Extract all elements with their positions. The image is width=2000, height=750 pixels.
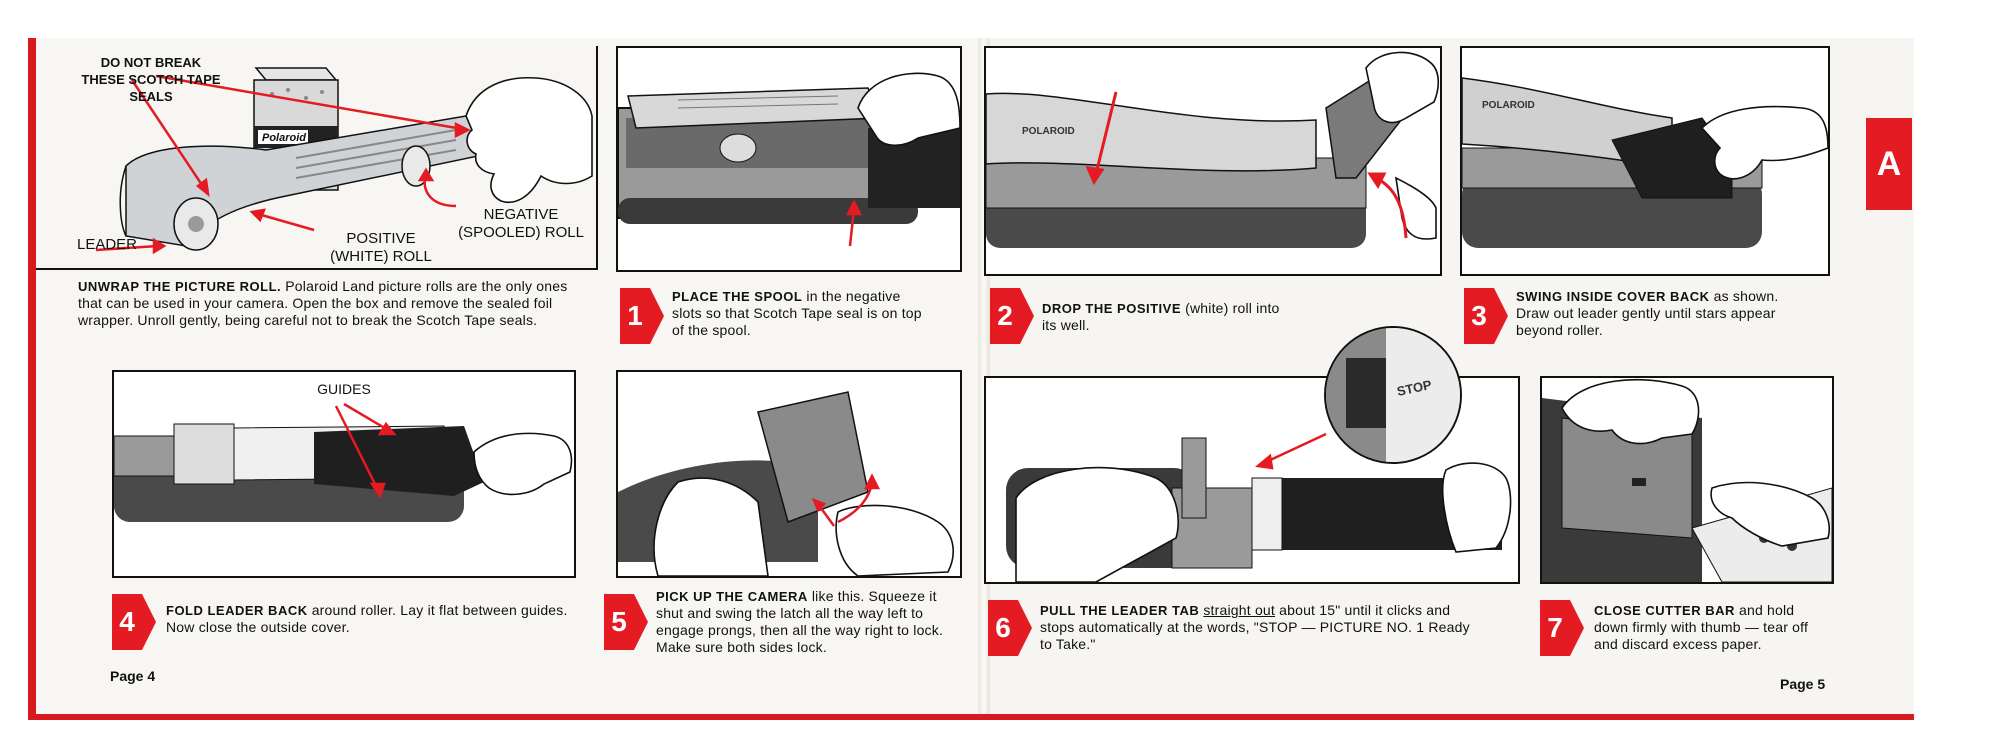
step-2-caption: DROP THE POSITIVE (white) roll into its …: [1042, 300, 1282, 334]
hand-drawing: [465, 76, 593, 203]
step-4-head: FOLD LEADER BACK: [166, 603, 308, 618]
page-number-right: Page 5: [1780, 676, 1826, 692]
step-2-body: (white) roll into its well.: [1042, 300, 1280, 333]
step-7-number: 7: [1547, 612, 1563, 643]
camera-spool-drawing: [618, 72, 960, 247]
step-3-marker: 3: [1464, 288, 1508, 344]
section-tab-right: A: [1866, 118, 1912, 210]
step-2-number: 2: [997, 300, 1013, 331]
magnifier-arrow: [1255, 432, 1327, 470]
guides-label: GUIDES: [317, 381, 371, 397]
step-4-marker: 4: [112, 594, 156, 650]
step-3-illustration: POLAROID: [1460, 46, 1830, 276]
step-6-caption: PULL THE LEADER TAB straight out about 1…: [1040, 602, 1478, 653]
step-6-marker: 6: [988, 600, 1032, 656]
step-3-body: as shown. Draw out leader gently until s…: [1516, 288, 1779, 338]
step-1-illustration: [616, 46, 962, 272]
step-6-body: about 15" until it clicks and stops auto…: [1040, 602, 1470, 652]
step-1-marker: 1: [620, 288, 664, 344]
positive-film-word: POLAROID: [1022, 126, 1075, 137]
step-5-caption: PICK UP THE CAMERA like this. Squeeze it…: [656, 588, 948, 656]
step-2-head: DROP THE POSITIVE: [1042, 301, 1182, 316]
step-4-illustration: GUIDES: [112, 370, 576, 578]
step-3-number: 3: [1471, 300, 1487, 331]
negative-roll-label: NEGATIVE (SPOOLED) ROLL: [458, 206, 584, 241]
step-5-marker: 5: [604, 594, 648, 650]
step-5-illustration: [616, 370, 962, 578]
step-1-head: PLACE THE SPOOL: [672, 289, 803, 304]
step-7-caption: CLOSE CUTTER BAR and hold down firmly wi…: [1594, 602, 1816, 653]
bottom-red-edge: [28, 714, 1914, 720]
intro-caption-head: UNWRAP THE PICTURE ROLL.: [78, 279, 282, 294]
left-red-edge: [28, 38, 36, 718]
box-brand-text: Polaroid: [262, 132, 306, 144]
step-6-head: PULL THE LEADER TAB: [1040, 603, 1200, 618]
camera-cutter-drawing: [1542, 378, 1832, 582]
camera-inside-cover-drawing: POLAROID: [1462, 77, 1828, 248]
step-4-number: 4: [119, 606, 135, 637]
step-1-caption: PLACE THE SPOOL in the negative slots so…: [672, 288, 934, 339]
leader-film-word: POLAROID: [1482, 100, 1535, 111]
step-5-head: PICK UP THE CAMERA: [656, 589, 808, 604]
positive-roll-label: POSITIVE (WHITE) ROLL: [330, 230, 432, 265]
step-7-illustration: [1540, 376, 1834, 584]
page-number-left: Page 4: [110, 668, 156, 684]
stop-magnifier: STOP: [1324, 326, 1462, 464]
step-1-body: in the negative slots so that Scotch Tap…: [672, 288, 922, 338]
step-6-underline: straight out: [1203, 602, 1276, 618]
step-2-marker: 2: [990, 288, 1034, 344]
camera-guides-drawing: [114, 402, 573, 522]
step-5-body: like this. Squeeze it shut and swing the…: [656, 588, 944, 655]
step-7-body: and hold down firmly with thumb — tear o…: [1594, 602, 1809, 652]
step-1-number: 1: [627, 300, 643, 331]
camera-latch-drawing: [618, 391, 954, 576]
stop-label: STOP: [1396, 377, 1434, 399]
intro-caption: UNWRAP THE PICTURE ROLL. Polaroid Land p…: [78, 278, 578, 329]
step-4-caption: FOLD LEADER BACK around roller. Lay it f…: [166, 602, 570, 636]
leader-label: LEADER: [76, 236, 138, 253]
step-6-number: 6: [995, 612, 1011, 643]
camera-leader-tab-drawing: [1006, 437, 1512, 582]
step-3-caption: SWING INSIDE COVER BACK as shown. Draw o…: [1516, 288, 1814, 339]
camera-positive-drawing: POLAROID: [986, 51, 1440, 248]
step-4-body: around roller. Lay it flat between guide…: [166, 602, 568, 635]
step-7-marker: 7: [1540, 600, 1584, 656]
step-5-number: 5: [611, 606, 627, 637]
intro-caption-body: Polaroid Land picture rolls are the only…: [78, 278, 568, 328]
film-roll-drawing: Polaroid: [95, 67, 593, 255]
do-not-break-label: DO NOT BREAK THESE SCOTCH TAPE SEALS: [81, 55, 221, 104]
step-3-head: SWING INSIDE COVER BACK: [1516, 289, 1710, 304]
step-2-illustration: POLAROID: [984, 46, 1442, 276]
intro-illustration: Polaroid DO NOT BREAK THESE SCOTCH TAPE …: [36, 46, 598, 270]
step-7-head: CLOSE CUTTER BAR: [1594, 603, 1735, 618]
